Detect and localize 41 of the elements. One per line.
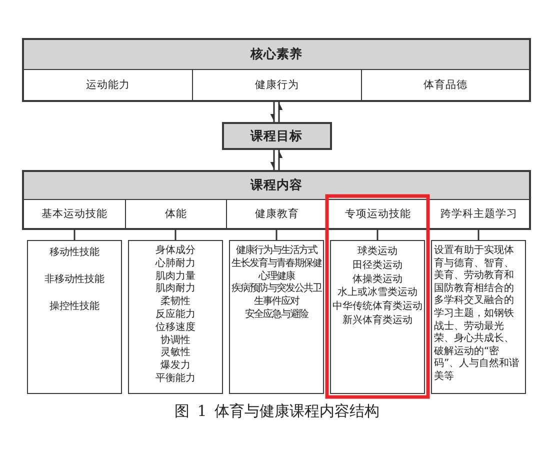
content-box xyxy=(330,240,425,394)
list-item: 田径类运动 xyxy=(352,260,402,273)
goal-box: 课程目标 xyxy=(222,122,332,150)
list-item: 水上或冰雪类运动 xyxy=(338,287,418,300)
list-item: 移动性技能 xyxy=(50,247,100,260)
list-item: 安全应急与避险 xyxy=(245,308,308,322)
panel-header: 核心素养 xyxy=(24,40,529,70)
list-item: 爆发力 xyxy=(160,360,190,372)
list-item: 球类运动 xyxy=(358,246,398,259)
list-item: 新兴体育类运动 xyxy=(342,314,412,328)
list-item: 健康行为与生活方式 xyxy=(236,245,317,258)
list-item: 疾病预防与突发公共卫生事件应对 xyxy=(230,283,323,308)
list-item: 中华传统体育类运动 xyxy=(332,301,422,314)
arrow xyxy=(270,150,275,170)
list-item: 反应能力 xyxy=(156,308,196,322)
figure-caption: 图 1 体育与健康课程内容结构 xyxy=(174,402,380,421)
list-item: 操控性技能 xyxy=(50,300,100,314)
section-panel xyxy=(22,38,531,102)
content-box xyxy=(431,240,526,394)
list-item: 生长发育与青春期保健 xyxy=(232,258,322,270)
content-box xyxy=(27,240,122,394)
list-item: 体操类运动 xyxy=(352,274,402,286)
list-item: 心理健康 xyxy=(258,270,294,282)
list-item: 心肺耐力 xyxy=(156,258,196,270)
list-item: 肌肉耐力 xyxy=(156,283,196,296)
section-panel xyxy=(22,170,531,230)
list-item: 位移速度 xyxy=(156,322,196,334)
list-item: 灵敏性 xyxy=(160,347,190,360)
list-item: 平衡能力 xyxy=(156,372,196,386)
content-box xyxy=(128,240,223,394)
panel-header: 课程内容 xyxy=(24,172,529,200)
list-item: 身体成分 xyxy=(156,245,196,258)
arrow xyxy=(278,150,283,170)
paragraph-text: 设置有助于实现体育与德育、智育、美育、劳动教育和国防教育相结合的多学科交叉融合的学习主题，如钢铁战士、劳动最光荣、身心共成长、破解运动的“密码”、人与自然和谐美等 xyxy=(434,245,520,384)
list-item: 柔韧性 xyxy=(160,296,190,308)
content-box xyxy=(229,240,324,394)
arrow xyxy=(270,102,275,122)
list-item: 肌肉力量 xyxy=(156,270,196,282)
list-item: 非移动性技能 xyxy=(44,274,104,287)
list-item: 协调性 xyxy=(160,334,190,346)
arrow xyxy=(278,102,283,122)
